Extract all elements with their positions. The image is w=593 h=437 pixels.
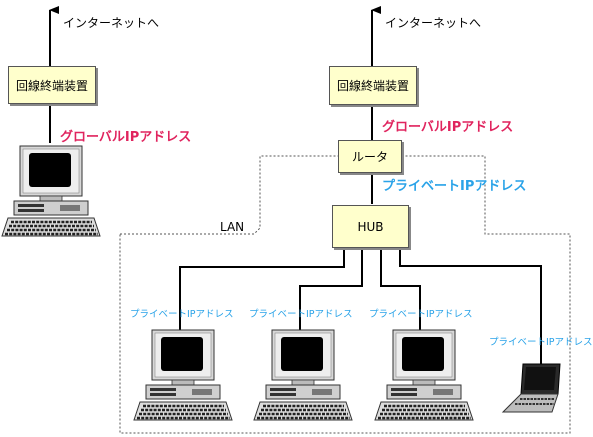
right-terminal-label: 回線終端装置 (336, 79, 409, 93)
right-internet-label: インターネットへ (385, 16, 482, 30)
client-4-private-ip-label: プライベートIPアドレス (489, 337, 593, 348)
left-internet-label: インターネットへ (63, 16, 160, 30)
router-box: ルータ (338, 140, 402, 173)
right-terminal-box: 回線終端装置 (329, 66, 417, 105)
hub-box: HUB (332, 205, 409, 248)
client-pc-2-icon (252, 328, 354, 422)
client-laptop-icon (501, 363, 561, 413)
client-pc-3-icon (373, 328, 475, 422)
internet-pc-icon (0, 144, 102, 238)
hub-client-lines (179, 248, 542, 364)
left-global-ip-label: グローバルIPアドレス (60, 130, 192, 145)
router-private-ip-label: プライベートIPアドレス (382, 179, 527, 194)
client-1-private-ip-label: プライベートIPアドレス (130, 309, 234, 320)
left-terminal-box: 回線終端装置 (8, 66, 96, 104)
lan-label: LAN (220, 220, 245, 234)
left-terminal-label: 回線終端装置 (15, 78, 88, 93)
client-3-private-ip-label: プライベートIPアドレス (369, 309, 473, 320)
router-label: ルータ (351, 150, 388, 164)
client-2-private-ip-label: プライベートIPアドレス (249, 309, 353, 320)
right-global-ip-label: グローバルIPアドレス (382, 120, 514, 135)
client-pc-1-icon (132, 328, 234, 422)
hub-label: HUB (357, 219, 384, 234)
